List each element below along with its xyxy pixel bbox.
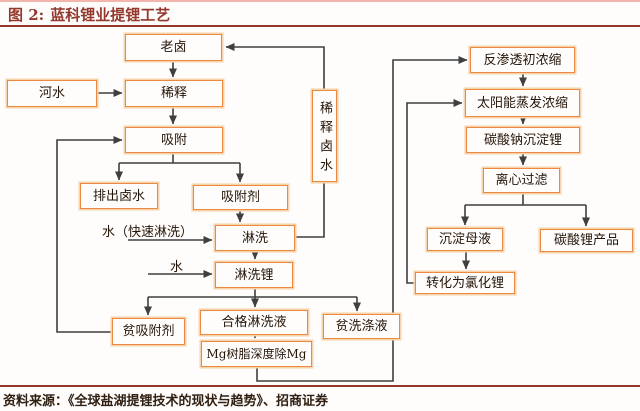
node-adsorption: 吸附: [125, 127, 223, 153]
figure-title: 图 2: 蓝科锂业提锂工艺: [8, 4, 170, 25]
edge-mg-removal-to-reverse-osmosis: [256, 56, 468, 382]
top-rule: [0, 0, 640, 2]
node-sodium-carbonate-precipitation: 碳酸钠沉淀锂: [466, 127, 580, 153]
edge-adsorption-split: [119, 152, 240, 164]
node-adsorbent: 吸附剂: [193, 185, 288, 210]
node-qualified-rinse-liquid: 合格淋洗液: [200, 310, 308, 335]
label-water: 水: [170, 260, 184, 275]
node-mg-resin-removal: Mg树脂深度除Mg: [201, 341, 312, 367]
node-centrifugal-filtration: 离心过滤: [483, 168, 560, 193]
edge-diluted-brine-to-old-brine: [225, 43, 325, 90]
edge-centrifugal-split: [465, 193, 586, 206]
node-rinsing: 淋洗: [215, 225, 295, 251]
node-lithium-carbonate-product: 碳酸锂产品: [540, 229, 633, 252]
node-solar-evaporation: 太阳能蒸发浓缩: [465, 89, 580, 117]
source-note: 资料来源：《全球盐湖提锂技术的现状与趋势》、招商证券: [3, 394, 329, 409]
node-discharged-brine: 排出卤水: [80, 183, 158, 209]
title-rule: [0, 25, 640, 27]
node-precipitation-mother-liquor: 沉淀母液: [427, 228, 503, 251]
edge-lean-adsorbent-loop-to-adsorption: [56, 136, 123, 333]
edge-conversion-loop-to-solar: [406, 99, 463, 284]
node-rinsed-lithium: 淋洗锂: [215, 262, 293, 288]
edge-rinsed-lithium-split: [148, 288, 357, 298]
node-dilution: 稀释: [125, 80, 223, 107]
label-fast-rinse-water: 水（快速淋洗）: [102, 225, 194, 240]
figure-title-text: 蓝科锂业提锂工艺: [50, 6, 171, 24]
edge-rinsing-to-diluted-brine: [295, 183, 325, 238]
node-reverse-osmosis: 反渗透初浓缩: [470, 47, 575, 73]
node-old-brine: 老卤: [125, 34, 222, 61]
node-diluted-brine: 稀释卤水: [312, 90, 337, 182]
figure-number: 图 2:: [8, 6, 45, 24]
node-river-water: 河水: [7, 80, 97, 107]
bottom-rule: [0, 385, 640, 387]
node-conversion-to-lithium-chloride: 转化为氯化锂: [415, 272, 515, 294]
node-lean-washing-liquid: 贫洗涤液: [323, 314, 400, 339]
node-lean-adsorbent: 贫吸附剂: [112, 318, 185, 345]
